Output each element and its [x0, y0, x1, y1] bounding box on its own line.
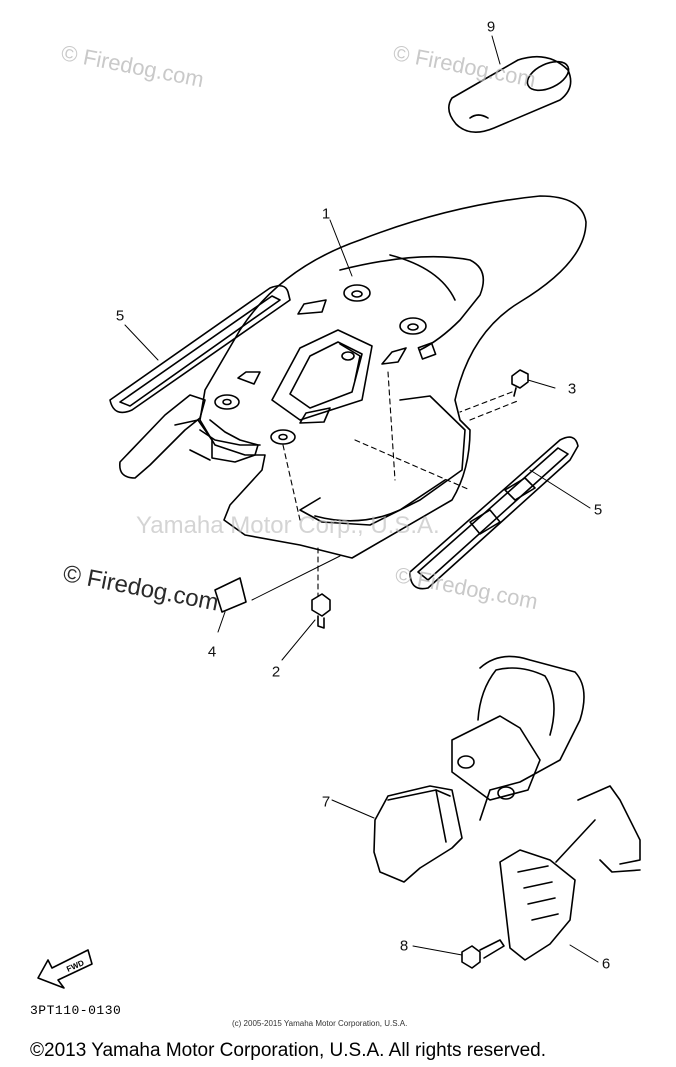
left-bracket [118, 394, 259, 479]
callout-5-left: 5 [115, 307, 125, 325]
callout-6: 6 [601, 955, 611, 973]
part-1-rear-fender [199, 195, 587, 559]
callout-5-right: 5 [593, 501, 603, 519]
callout-1: 1 [321, 205, 331, 223]
watermark-yamaha: Yamaha Motor Corp., U.S.A. [136, 512, 440, 539]
callout-9: 9 [486, 18, 496, 36]
part-3-bolt [511, 369, 529, 397]
part-8-bolt [461, 939, 505, 969]
footer-copyright: ©2013 Yamaha Motor Corporation, U.S.A. A… [30, 1040, 546, 1061]
part-2-bolt [311, 593, 331, 629]
callout-leaders [124, 35, 599, 963]
part-5-left-strip [109, 284, 291, 414]
callout-4: 4 [207, 643, 217, 661]
fine-copyright: (c) 2005-2015 Yamaha Motor Corporation, … [232, 1019, 408, 1028]
part-5-right-strip [409, 436, 579, 590]
part-6-guard [499, 819, 596, 961]
part-9-pad [448, 55, 572, 133]
frame-fragment [451, 655, 641, 873]
callout-2: 2 [271, 663, 281, 681]
part-4-clip [214, 577, 247, 613]
leader-dashes [282, 371, 521, 597]
callout-8: 8 [399, 937, 409, 955]
drawing-code: 3PT110-0130 [30, 1003, 122, 1018]
callout-3: 3 [567, 380, 577, 398]
fwd-arrow [37, 949, 93, 989]
callout-7: 7 [321, 793, 331, 811]
part-7-guard [373, 785, 463, 883]
